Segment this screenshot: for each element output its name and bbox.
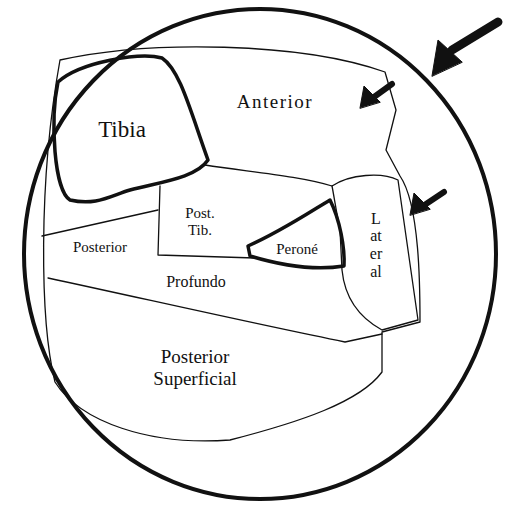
septum-line [42, 210, 158, 236]
septum-line [205, 165, 332, 186]
arrow-head [432, 40, 462, 76]
pointer-arrow [426, 192, 444, 204]
muscle-boundary [44, 47, 420, 441]
tibia-bone [54, 56, 208, 202]
label-text: Post. Tib. [174, 205, 226, 240]
pointer-arrow [452, 22, 498, 50]
arrow-head [360, 86, 380, 108]
label-text: Profundo [166, 273, 226, 291]
label-text: Peroné [276, 241, 318, 258]
label-text: Tibia [98, 117, 146, 143]
fibula-bone [248, 200, 344, 268]
leg-outline [24, 9, 496, 499]
pointer-arrow [374, 84, 392, 97]
label-text: Posterior [73, 239, 127, 256]
label-text: Lateral [368, 210, 384, 280]
label-text: Anterior [237, 91, 313, 113]
arrow-head [410, 193, 430, 215]
label-text: Posterior Superficial [120, 346, 270, 390]
post-tib-outline [158, 186, 255, 258]
